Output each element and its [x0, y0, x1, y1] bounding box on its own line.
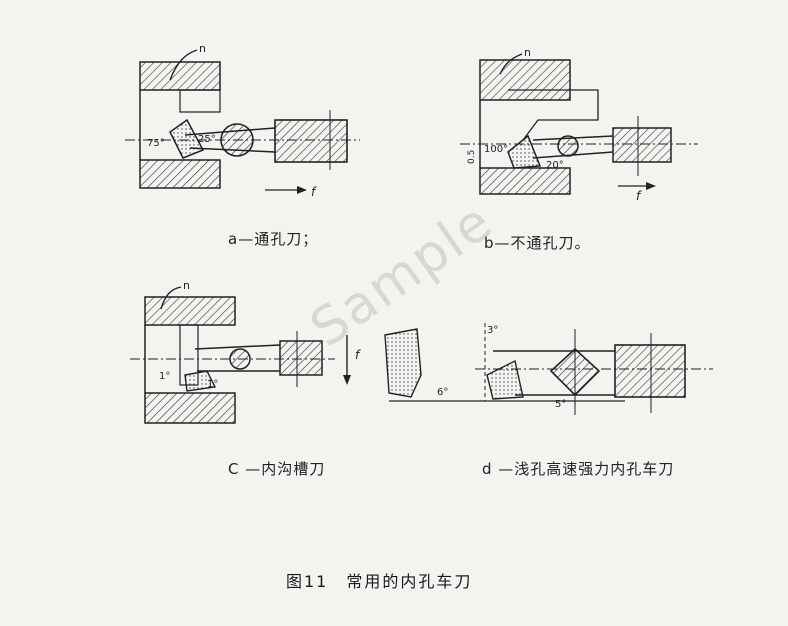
figure-a-angle-left: 75°	[147, 138, 165, 149]
figure-a-feed: f	[311, 185, 317, 199]
figure-a-drawing: n 75° 25° f	[125, 42, 360, 199]
figure-b-label-n: n	[524, 46, 531, 59]
figure-title: 图11 常用的内孔车刀	[286, 572, 473, 591]
figure-c-label-n: n	[183, 279, 190, 292]
figure-b-caption: b—不通孔刀。	[484, 234, 591, 252]
figure-d-angle-right: 5°	[555, 399, 566, 410]
figure-a-caption: a—通孔刀；	[228, 230, 319, 248]
figure-c-feed: f	[355, 348, 361, 362]
figure-a-angle-right: 25°	[198, 134, 216, 145]
figure-c-caption: C —内沟槽刀	[228, 460, 326, 478]
figure-d-angle-mid: 6°	[437, 387, 448, 398]
figure-b-dim: 0.5	[467, 150, 477, 164]
figure-c-angle-a: 1°	[159, 371, 170, 382]
figure-d-angle-top: 3°	[487, 325, 498, 336]
figure-b-angle-b: 20°	[546, 160, 564, 171]
figure-d-caption: d —浅孔高速强力内孔车刀	[482, 460, 675, 478]
figure-c-angle-b: 1°	[207, 379, 218, 390]
figure-d-drawing: 3° 6° 5°	[384, 323, 713, 415]
figure-a-label-n: n	[199, 42, 206, 55]
figure-b-drawing: n 100° 20° 0.5 f	[460, 46, 698, 203]
figure-b-feed: f	[636, 189, 642, 203]
figure-c-drawing: n 1° 1° f	[130, 279, 361, 424]
figure-b-angle-a: 100°	[484, 144, 508, 155]
